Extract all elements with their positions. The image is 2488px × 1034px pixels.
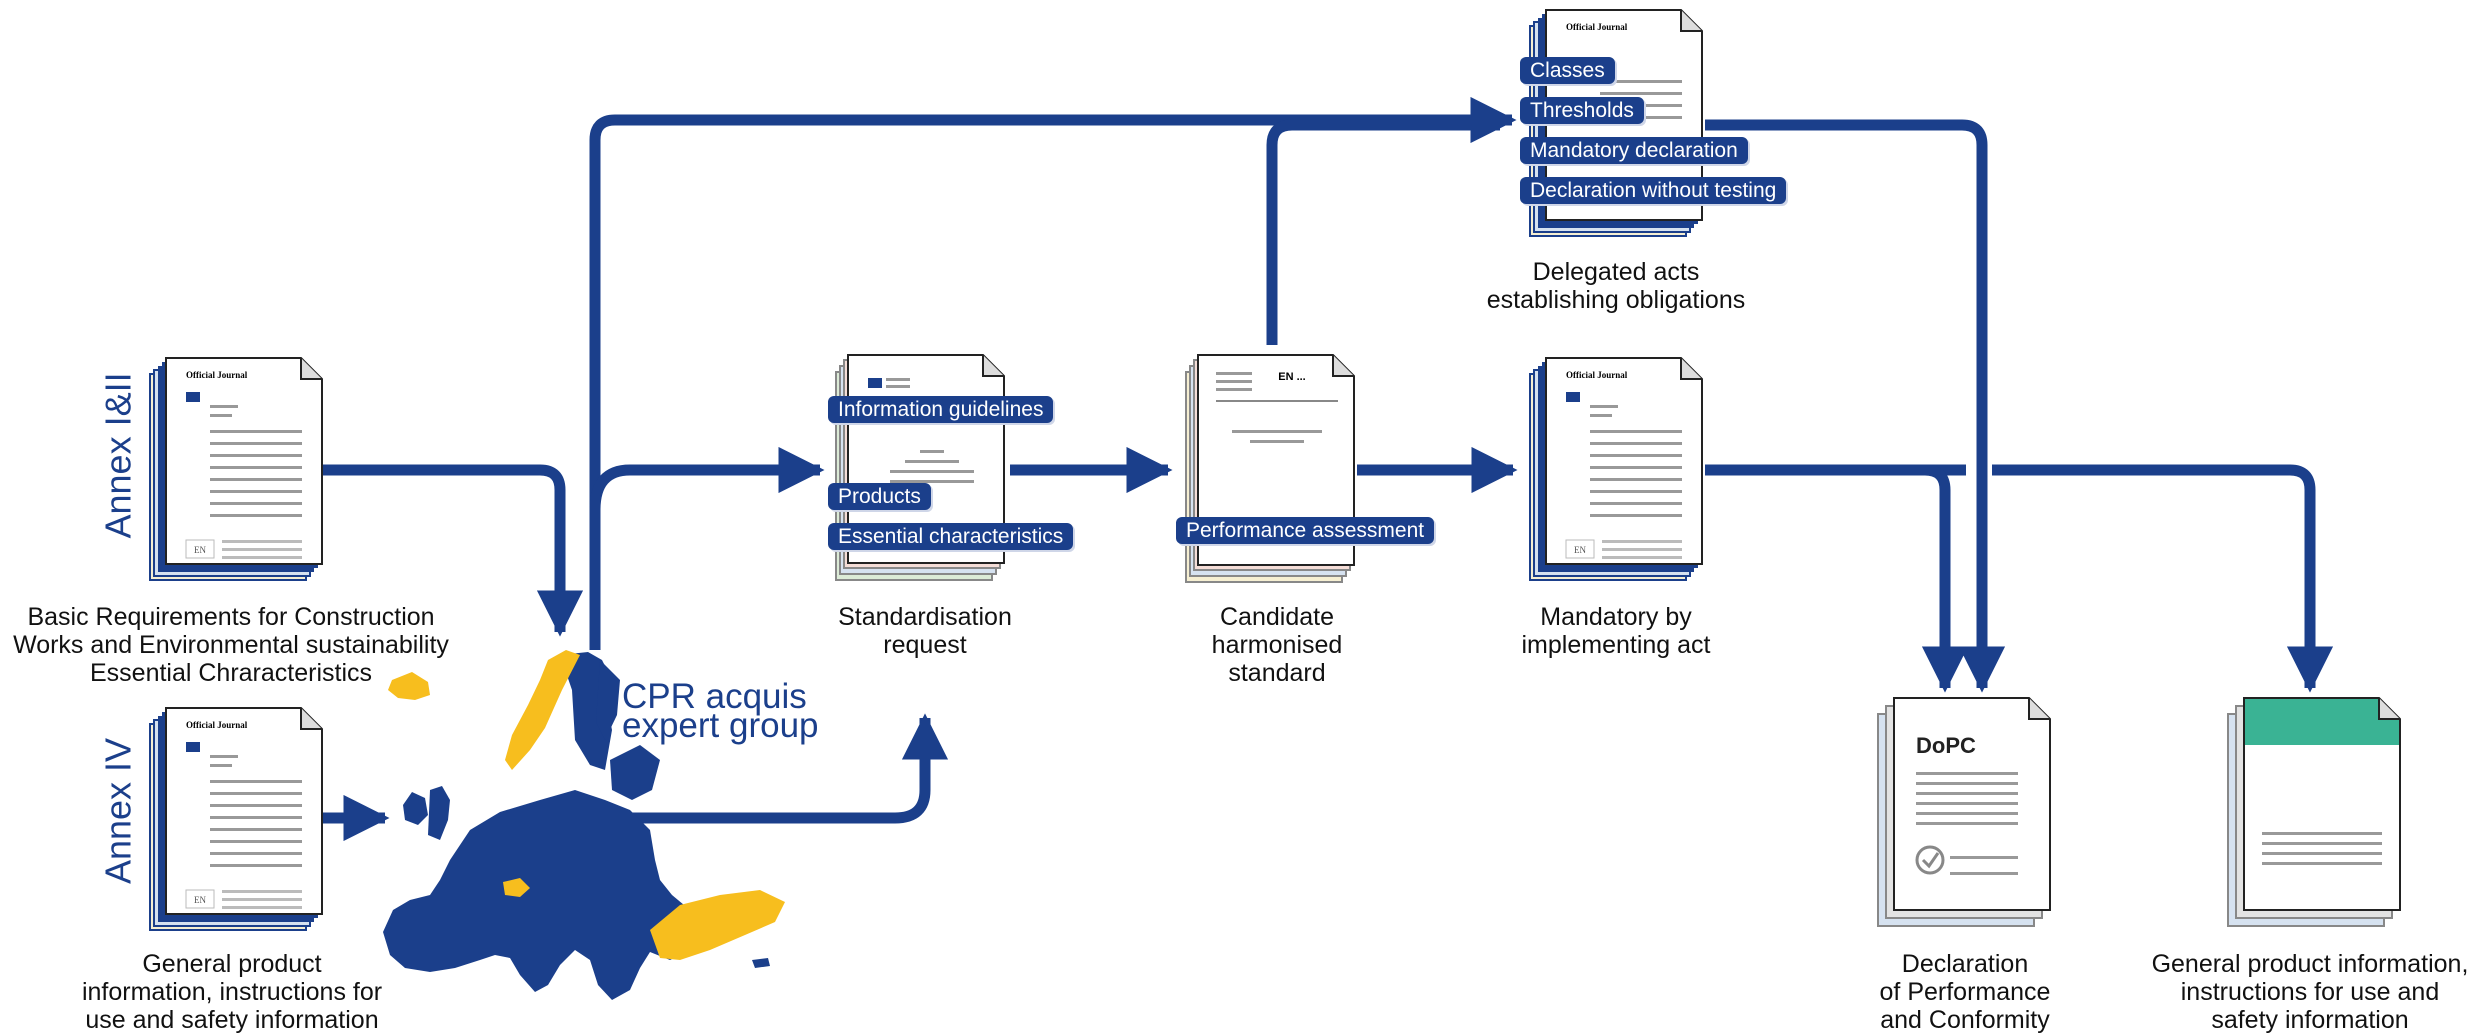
caption-line: Basic Requirements for Construction (27, 603, 435, 631)
flow-arrows (322, 96, 2334, 842)
caption-standardisation-request: Standardisation request (805, 603, 1045, 659)
caption-line: establishing obligations (1486, 286, 1746, 314)
annex-1-2-label: Annex I&II (97, 372, 139, 539)
doc-candidate-standard: EN ... (1185, 354, 1355, 583)
caption-line: harmonised (1211, 631, 1343, 659)
tag-thresholds: Thresholds (1520, 97, 1644, 124)
expert-group-label: CPR acquis expert group (622, 677, 819, 745)
caption-line: of Performance (1879, 978, 2051, 1006)
caption-general-product-left: General product information, instruction… (62, 950, 402, 1034)
lang-stamp: EN (1574, 545, 1586, 555)
doc-annex-1-2: Official Journal EN (149, 357, 323, 581)
caption-line: use and safety information (85, 1006, 379, 1034)
tag-mandatory-declaration: Mandatory declaration (1520, 137, 1748, 164)
lang-stamp: EN (194, 545, 206, 555)
arrow-mandatory-to-general-right (1705, 464, 2334, 693)
caption-line: Works and Environmental sustainability (13, 631, 449, 659)
caption-line: General product information, (2151, 950, 2469, 978)
caption-line: information, instructions for (81, 978, 383, 1006)
tag-performance-assessment: Performance assessment (1176, 517, 1435, 544)
arrow-eu-to-request-bottom (608, 713, 949, 824)
journal-stamp: Official Journal (1566, 22, 1628, 32)
caption-line: Delegated acts (1532, 258, 1700, 286)
arrow-mandatory-to-dopc (1705, 464, 1969, 693)
expert-group-line1: CPR acquis (622, 677, 807, 716)
caption-line: Standardisation (838, 603, 1012, 631)
europe-map (383, 650, 785, 1000)
tag-products: Products (828, 483, 931, 510)
arrow-eu-to-request (589, 446, 825, 511)
caption-line: General product (142, 950, 322, 978)
tag-classes: Classes (1520, 57, 1615, 84)
caption-line: standard (1228, 659, 1326, 687)
caption-general-product-right: General product information, instruction… (2140, 950, 2480, 1034)
tag-information-guidelines: Information guidelines (828, 396, 1054, 423)
caption-delegated-acts: Delegated acts establishing obligations (1456, 258, 1776, 314)
doc-dopc: DoPC (1877, 697, 2051, 927)
tag-declaration-without-testing: Declaration without testing (1520, 177, 1787, 204)
caption-line: implementing act (1521, 631, 1711, 659)
lang-stamp: EN (194, 895, 206, 905)
arrow-annex12-to-eu (322, 464, 584, 637)
caption-line: instructions for use and (2180, 978, 2440, 1006)
journal-stamp: Official Journal (186, 370, 248, 380)
journal-stamp: Official Journal (186, 720, 248, 730)
doc-general-info-right (2227, 697, 2401, 927)
expert-group-line2: expert group (622, 706, 819, 745)
caption-line: Essential Chraracteristics (89, 659, 373, 687)
arrow-candidate-to-delegated (1266, 119, 1500, 345)
caption-line: and Conformity (1880, 1006, 2050, 1034)
arrow-eu-to-delegated (589, 96, 1517, 650)
caption-line: request (883, 631, 967, 659)
journal-stamp: Official Journal (1566, 370, 1628, 380)
doc-annex-4: Official Journal EN (149, 707, 323, 931)
tag-essential-characteristics: Essential characteristics (828, 523, 1074, 550)
doc-mandatory-act: Official Journal EN (1529, 357, 1703, 581)
caption-line: Mandatory by (1540, 603, 1692, 631)
dopc-title: DoPC (1916, 733, 1976, 758)
caption-declaration: Declaration of Performance and Conformit… (1840, 950, 2090, 1034)
caption-mandatory-act: Mandatory by implementing act (1496, 603, 1736, 659)
caption-basic-requirements: Basic Requirements for Construction Work… (0, 603, 462, 687)
caption-line: safety information (2211, 1006, 2409, 1034)
en-header: EN ... (1278, 371, 1306, 383)
caption-line: Declaration (1901, 950, 2029, 978)
caption-line: Candidate (1220, 603, 1334, 631)
arrow-delegated-to-dopc (1705, 119, 2006, 693)
caption-candidate-standard: Candidate harmonised standard (1157, 603, 1397, 687)
annex-4-label: Annex IV (97, 737, 139, 885)
